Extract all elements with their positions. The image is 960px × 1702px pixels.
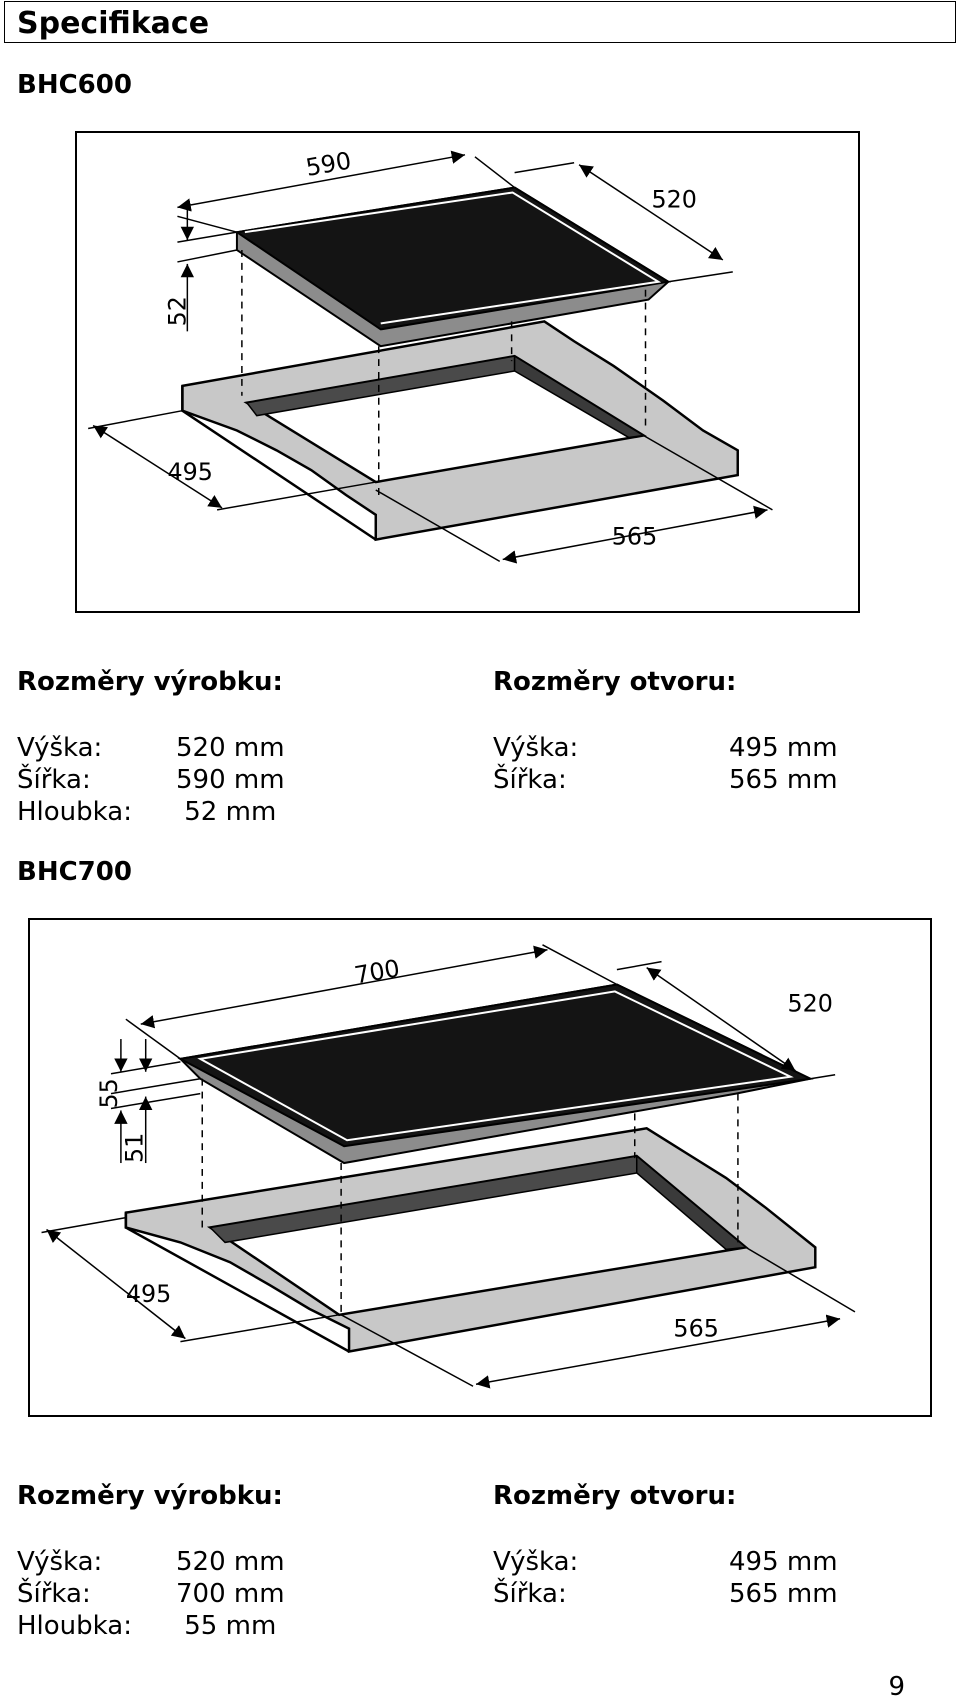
label-cutout-depth: 495 (126, 1280, 171, 1308)
cutout-height-value: 495 mm (729, 733, 838, 763)
product-height-label: Výška: (17, 733, 103, 763)
drawing-svg: 590 520 52 495 565 (88, 146, 773, 564)
section-header: Specifikace (4, 1, 956, 43)
product-width-value: 590 mm (176, 765, 285, 795)
product-width-label: Šířka: (17, 1579, 91, 1609)
cutout-dimensions-heading: Rozměry otvoru: (493, 1481, 737, 1511)
label-height: 55 (95, 1078, 123, 1108)
label-cutout-depth: 495 (168, 458, 213, 486)
label-cutout-width: 565 (673, 1315, 718, 1343)
product-depth-label: Hloubka: (17, 1611, 132, 1641)
product-height-label: Výška: (17, 1547, 103, 1577)
page-number: 9 (888, 1672, 905, 1702)
product-depth-value: 55 mm (176, 1611, 277, 1641)
cutout-height-value: 495 mm (729, 1547, 838, 1577)
label-cutout-width: 565 (612, 523, 657, 551)
drawing-svg: 700 520 55 51 495 565 (41, 944, 856, 1389)
cutout-width-label: Šířka: (493, 1579, 567, 1609)
product-height-value: 520 mm (176, 733, 285, 763)
label-height-2: 51 (121, 1133, 149, 1163)
product-width-label: Šířka: (17, 765, 91, 795)
product-depth-value: 52 mm (176, 797, 277, 827)
cutout-width-value: 565 mm (729, 765, 838, 795)
label-width: 700 (352, 954, 402, 989)
product-height-value: 520 mm (176, 1547, 285, 1577)
product-depth-label: Hloubka: (17, 797, 132, 827)
product-dimensions-heading: Rozměry výrobku: (17, 1481, 283, 1511)
dimension-drawing-bhc600: 590 520 52 495 565 (75, 131, 860, 613)
cutout-width-label: Šířka: (493, 765, 567, 795)
dimension-drawing-bhc700: 700 520 55 51 495 565 (28, 918, 932, 1417)
cutout-height-label: Výška: (493, 1547, 579, 1577)
label-height: 52 (163, 296, 191, 326)
label-depth: 520 (651, 185, 696, 213)
cutout-height-label: Výška: (493, 733, 579, 763)
cutout-dimensions-heading: Rozměry otvoru: (493, 667, 737, 697)
label-depth: 520 (788, 989, 833, 1017)
section-title: Specifikace (17, 6, 210, 41)
product-dimensions-heading: Rozměry výrobku: (17, 667, 283, 697)
model-name-bhc700: BHC700 (17, 857, 132, 887)
product-width-value: 700 mm (176, 1579, 285, 1609)
model-name-bhc600: BHC600 (17, 70, 132, 100)
cutout-width-value: 565 mm (729, 1579, 838, 1609)
